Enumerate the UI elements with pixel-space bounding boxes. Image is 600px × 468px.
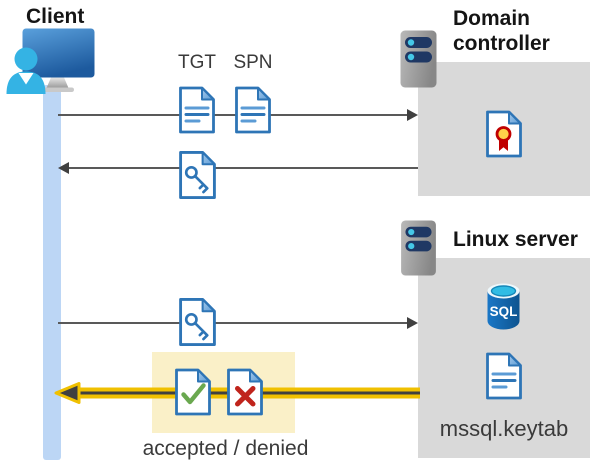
- result-label: accepted / denied: [142, 437, 309, 460]
- client-label: Client: [26, 5, 85, 28]
- arrowhead-left-icon: [58, 162, 69, 174]
- linux-server-icon: [401, 220, 436, 276]
- spn-ticket-document-icon: [235, 86, 271, 134]
- key-ticket-document-icon: [179, 151, 216, 199]
- arrowhead-right-icon: [407, 109, 418, 121]
- certificate-document-icon: [486, 110, 522, 158]
- spn-label: SPN: [233, 52, 273, 73]
- linux-server-label: Linux server: [453, 228, 578, 251]
- domain-controller-label: Domain controller: [453, 7, 550, 55]
- client-computer-user-icon: [6, 28, 95, 94]
- client-lifeline: [43, 85, 61, 460]
- domain-controller-server-icon: [400, 30, 437, 88]
- sql-database-icon: SQL: [487, 283, 520, 330]
- tgt-ticket-document-icon: [179, 86, 215, 134]
- tgt-label: TGT: [178, 52, 216, 73]
- arrow-client-to-linux: [58, 317, 418, 329]
- arrow-dc-to-client: [58, 162, 418, 174]
- arrow-client-to-dc: [58, 109, 418, 121]
- accepted-check-document-icon: [175, 368, 211, 416]
- denied-cross-document-icon: [227, 368, 263, 416]
- keytab-filename-label: mssql.keytab: [439, 416, 569, 441]
- keytab-document-icon: [486, 352, 522, 400]
- arrowhead-right-icon: [407, 317, 418, 329]
- key-ticket-document-icon: [179, 298, 216, 346]
- sql-icon-text: SQL: [490, 304, 518, 319]
